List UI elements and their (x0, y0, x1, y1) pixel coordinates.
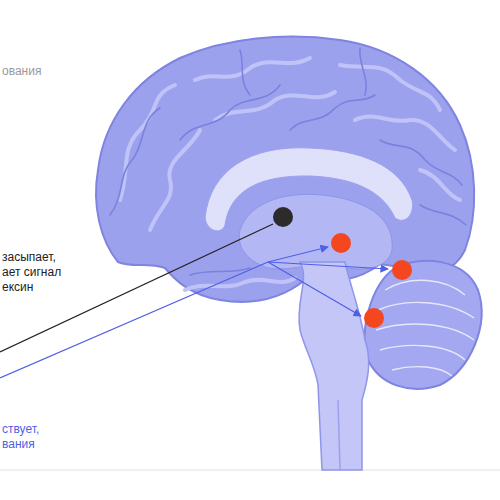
sulcus (360, 48, 366, 95)
gyrus (420, 170, 460, 200)
gyri (120, 58, 460, 290)
target-dot (392, 260, 412, 280)
signal-arrow (268, 247, 328, 262)
signal-arrow (268, 262, 361, 316)
cerebellum-folia (376, 280, 474, 376)
spinal-canal (338, 400, 340, 470)
callout-text: засыпает, ает сигнал ексин (2, 250, 74, 295)
nucleus-dot (273, 207, 293, 227)
callout-text: ствует, вания (2, 422, 74, 452)
gyrus (340, 65, 440, 110)
note-text: ования (2, 64, 74, 79)
baseline-rule (0, 470, 500, 471)
cerebellum (364, 261, 481, 389)
gyrus (185, 278, 295, 290)
folium (392, 367, 452, 376)
leader-line (0, 262, 268, 378)
diencephalon (239, 194, 392, 269)
sulcus (420, 205, 466, 225)
sulcus (180, 85, 280, 140)
gyrus (355, 116, 455, 150)
brainstem (299, 262, 369, 470)
folium (376, 324, 474, 340)
folium (378, 302, 474, 318)
signal-arrow (268, 262, 388, 269)
target-dot (364, 308, 384, 328)
sulci (110, 48, 466, 275)
sulcus (110, 108, 160, 215)
target-dot (331, 233, 351, 253)
gyrus (120, 85, 175, 200)
gyrus (215, 92, 335, 120)
gyrus (195, 58, 310, 80)
folium (380, 345, 465, 360)
leader-line (0, 224, 273, 352)
folium (385, 280, 465, 295)
gyrus (150, 130, 200, 230)
sulcus (240, 50, 250, 95)
sulcus (290, 95, 375, 130)
